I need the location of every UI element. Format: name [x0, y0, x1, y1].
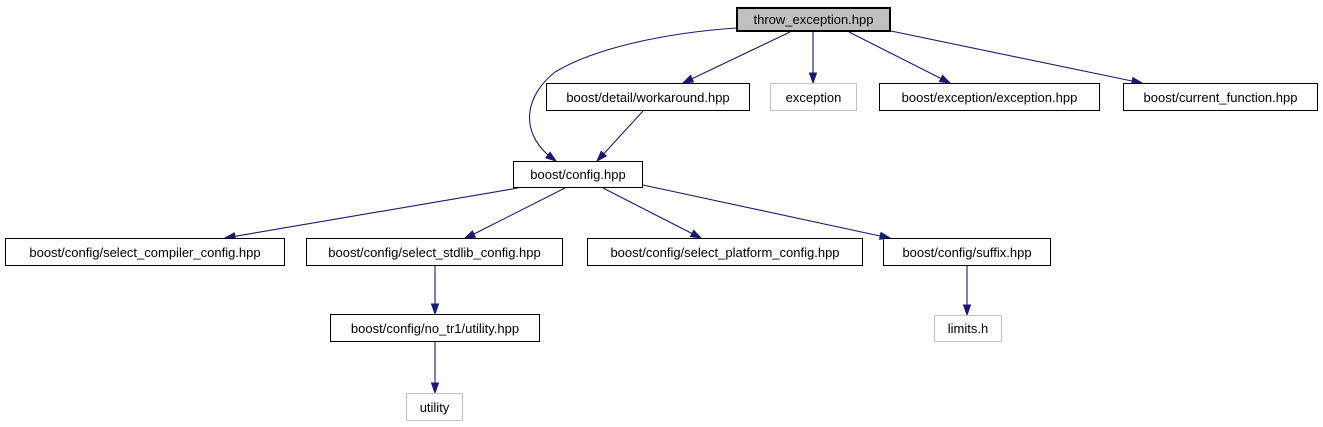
edge-select_stdlib-to-no_tr1_utility: [430, 266, 440, 316]
edge-throw_exception-to-exception: [808, 32, 818, 85]
edge-no_tr1_utility-to-utility: [430, 342, 440, 395]
edge-config-to-select_compiler: [223, 187, 519, 241]
edge-config-to-select_platform: [602, 187, 703, 239]
node-throw-exception-hpp: throw_exception.hpp: [736, 7, 891, 32]
node-boost-detail-workaround-hpp[interactable]: boost/detail/workaround.hpp: [546, 83, 750, 111]
node-boost-exception-exception-hpp[interactable]: boost/exception/exception.hpp: [879, 83, 1100, 111]
edge-config-to-select_stdlib: [463, 187, 566, 239]
node-boost-config-select-compiler-config-hpp[interactable]: boost/config/select_compiler_config.hpp: [5, 238, 285, 266]
node-limits-h: limits.h: [934, 315, 1002, 342]
node-boost-config-select-platform-config-hpp[interactable]: boost/config/select_platform_config.hpp: [587, 238, 863, 266]
edge-throw_exception-to-exception_exception: [848, 31, 952, 84]
node-boost-config-suffix-hpp[interactable]: boost/config/suffix.hpp: [883, 238, 1051, 266]
edge-config-to-suffix: [642, 184, 892, 240]
node-boost-config-hpp[interactable]: boost/config.hpp: [513, 161, 643, 188]
node-boost-config-no-tr1-utility-hpp[interactable]: boost/config/no_tr1/utility.hpp: [330, 314, 540, 342]
edge-throw_exception-to-workaround: [681, 31, 791, 84]
node-utility: utility: [406, 393, 463, 421]
node-boost-config-select-stdlib-config-hpp[interactable]: boost/config/select_stdlib_config.hpp: [306, 238, 563, 266]
edge-workaround-to-config: [595, 110, 644, 163]
edge-throw_exception-to-config: [528, 27, 737, 162]
node-exception: exception: [770, 83, 857, 111]
edge-suffix-to-limits: [962, 266, 972, 317]
node-boost-current-function-hpp[interactable]: boost/current_function.hpp: [1123, 83, 1318, 111]
edge-throw_exception-to-current_function: [890, 30, 1144, 85]
